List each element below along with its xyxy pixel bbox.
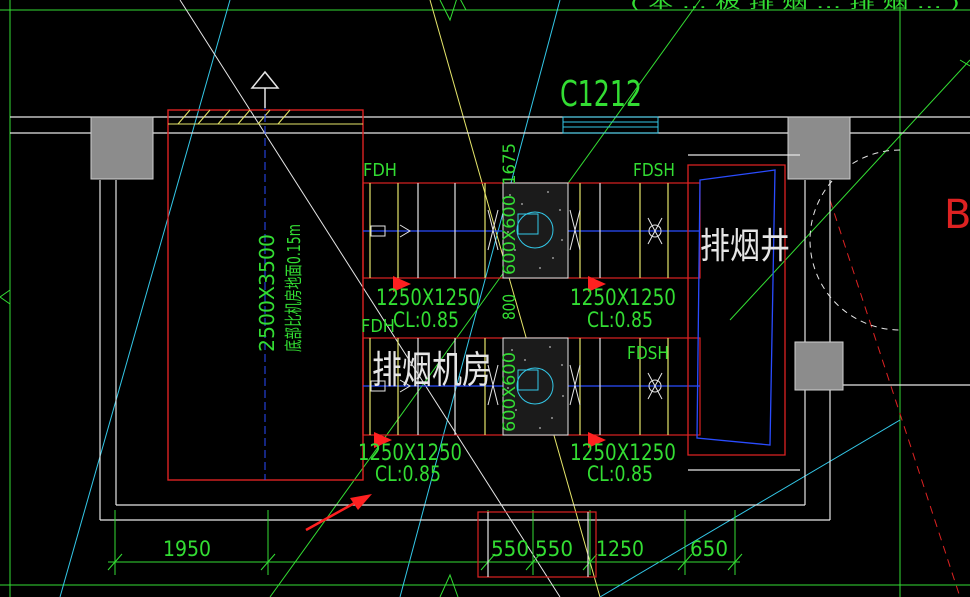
red-markers (374, 276, 606, 448)
top-note: ( 本 … 板 排 烟 … 排 烟 … ) (630, 0, 960, 12)
fdh-upper-label: FDH (363, 160, 397, 181)
duct-size-lower-left: 1250X1250 (358, 441, 462, 466)
lower-fan (502, 337, 569, 436)
dim-vertical-2: 800 (500, 294, 520, 320)
grid-axis-label: B (944, 192, 970, 238)
duct-size-lower-right: 1250X1250 (570, 441, 676, 466)
cl-lower-right: CL:0.85 (587, 462, 653, 486)
dim-1250: 1250 (596, 537, 644, 561)
fdsh-upper-label: FDSH (633, 160, 675, 181)
window-c1212 (562, 116, 659, 134)
smoke-shaft (687, 154, 800, 471)
room-name: 排烟机房 (372, 348, 492, 392)
cl-upper-right: CL:0.85 (587, 308, 653, 332)
upper-fan (502, 182, 569, 279)
dim-650: 650 (690, 537, 728, 561)
dim-550-a: 550 (491, 537, 529, 561)
shaft-name: 排烟井 (700, 226, 790, 267)
pit-size-label: 2500X3500 (255, 234, 279, 352)
leader-arrow (305, 494, 372, 532)
duct-size-upper-left: 1250X1250 (376, 286, 480, 311)
window-tag: C1212 (560, 74, 642, 115)
dim-vertical-1: 1675 (500, 143, 520, 185)
diagonal-guide-lines (59, 0, 970, 597)
damper-symbols (370, 209, 663, 406)
dimension-line (107, 510, 743, 575)
fdsh-lower-label: FDSH (627, 343, 669, 364)
fan-dim-lower: 600X600 (500, 352, 520, 432)
up-arrow-icon (250, 70, 280, 108)
fan-speckles (507, 191, 564, 429)
bottom-opening (477, 511, 597, 578)
cl-upper-left: CL:0.85 (393, 308, 459, 332)
dim-550-b: 550 (535, 537, 573, 561)
dim-1950: 1950 (163, 537, 211, 561)
cl-lower-left: CL:0.85 (375, 462, 441, 486)
smoke-pit (167, 90, 364, 481)
fdh-lower-label: FDH (361, 316, 395, 337)
columns (90, 116, 851, 391)
duct-size-upper-right: 1250X1250 (570, 286, 676, 311)
pit-note-label: 底部比机房地面0.15m (284, 224, 305, 352)
fan-dim-upper: 600X600 (500, 195, 520, 275)
